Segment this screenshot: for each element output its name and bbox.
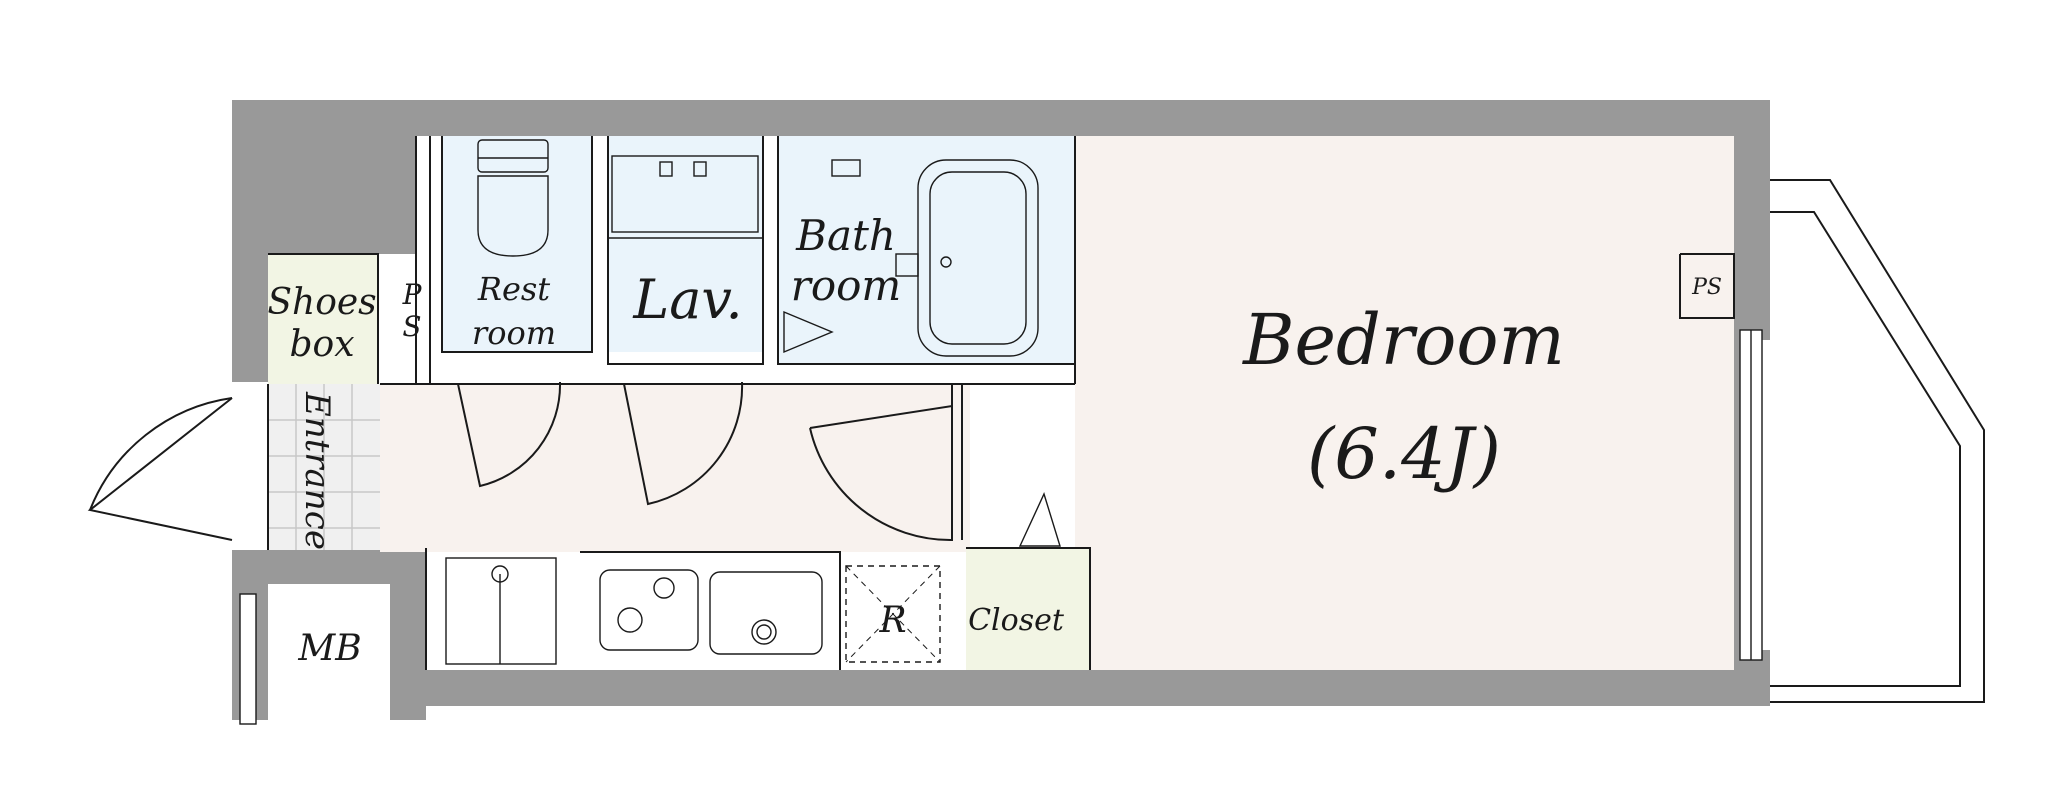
meter-box-label: MB bbox=[297, 628, 361, 669]
restroom-label-line1: Rest bbox=[477, 270, 550, 308]
doors bbox=[87, 381, 1061, 547]
pipe-space-small-label: PS bbox=[1691, 275, 1722, 300]
kitchen-fixtures bbox=[445, 557, 941, 665]
corridor-floor bbox=[380, 384, 970, 552]
washbasin-fixture bbox=[608, 155, 763, 239]
bedroom-label: Bedroom bbox=[1241, 299, 1565, 381]
entrance-label: Entrance bbox=[297, 391, 337, 550]
bedroom-floor bbox=[1075, 136, 1734, 670]
refrigerator-label: R bbox=[878, 600, 906, 641]
pipe-space-label-line1: P bbox=[402, 278, 423, 311]
entrance-tiles bbox=[268, 384, 380, 550]
windows bbox=[239, 329, 1763, 725]
restroom-label-line2: room bbox=[472, 314, 556, 352]
floor-areas bbox=[268, 136, 1734, 670]
lavatory-label: Lav. bbox=[632, 268, 742, 331]
shoes-box-label-line2: box bbox=[289, 324, 354, 365]
bathtub-fixture bbox=[783, 159, 1039, 357]
toilet-fixture bbox=[477, 139, 549, 257]
bedroom-size-label: (6.4J) bbox=[1307, 413, 1501, 495]
refrigerator-space bbox=[845, 565, 941, 663]
balcony bbox=[1770, 179, 1985, 703]
closet-floor bbox=[966, 548, 1090, 670]
closet-label: Closet bbox=[968, 603, 1065, 638]
lavatory-floor bbox=[608, 136, 763, 352]
bathroom-label-line2: room bbox=[791, 261, 901, 310]
pipe-space-label-line2: S bbox=[402, 310, 421, 343]
kitchen-floor bbox=[426, 552, 966, 670]
shoes-box-label-line1: Shoes bbox=[267, 282, 376, 323]
bathroom-label-line1: Bath bbox=[795, 211, 896, 260]
shoes-box-area bbox=[268, 254, 378, 384]
